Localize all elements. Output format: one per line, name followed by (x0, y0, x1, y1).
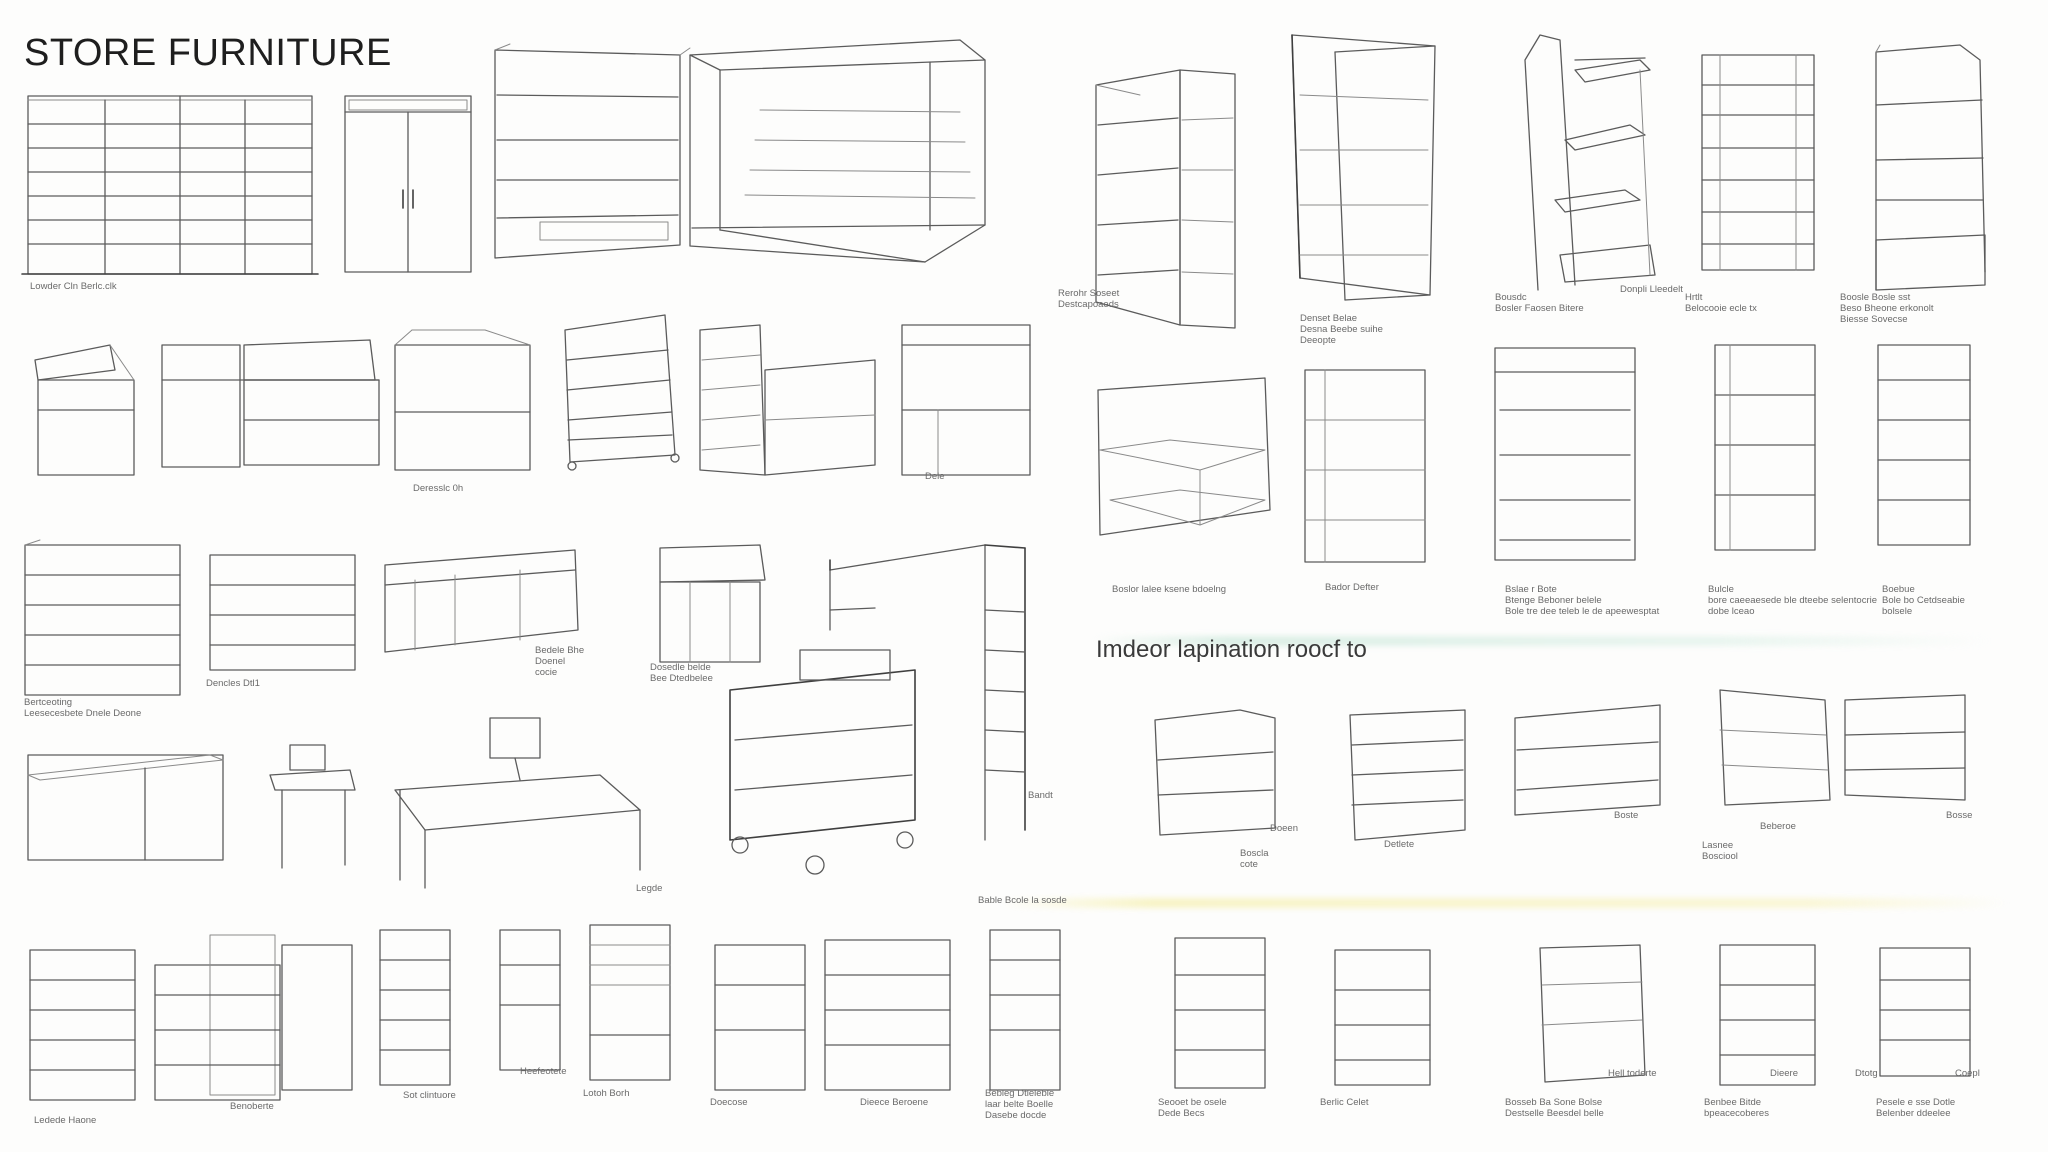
caption-c9: Dele (925, 471, 945, 482)
open-display-shelf (494, 43, 691, 259)
caption-c32: Lotoh Borh (583, 1088, 630, 1099)
caption-c8: Deresslc 0h (413, 483, 464, 494)
caption-c21: Doeen (1270, 823, 1298, 834)
glass-bin-display (1304, 369, 1426, 563)
shelving-bottom-2 (154, 934, 353, 1101)
shelving-bottom-5 (714, 929, 1061, 1091)
rolling-display-arch (729, 544, 1026, 875)
page-title: STORE FURNITURE (24, 32, 392, 74)
slanted-shelf-counter (699, 324, 876, 476)
caption-c17: Bertceoting Leesecesbete Dnele Deone (24, 697, 142, 719)
wall-shelving-unit (21, 95, 319, 275)
caption-c38: Hell toderte (1608, 1068, 1657, 1079)
glass-counter-display (689, 39, 986, 263)
rolling-shelf (564, 314, 680, 471)
caption-c6: Hrtlt Belocooie ecle tx (1685, 292, 1757, 314)
shelving-bottom-4 (499, 924, 671, 1081)
caption-c34: Dieece Beroene (860, 1097, 929, 1108)
caption-c28: Bable Bcole la sosde (978, 895, 1067, 906)
open-counter-top (659, 544, 766, 663)
display-cabinet-doors (344, 95, 472, 273)
caption-c10: Boslor lalee ksene bdoelng (1112, 584, 1227, 595)
gondola-shelf (1095, 69, 1236, 329)
caption-c37: Bosseb Ba Sone Bolse Destselle Beesdel b… (1505, 1097, 1604, 1119)
caption-c45: Coepl (1955, 1068, 1980, 1079)
caption-c29: Ledede Haone (34, 1115, 97, 1126)
caption-c12: Bslae r Bote Btenge Beboner belele Bole … (1505, 584, 1660, 617)
caption-c23: Detlete (1384, 839, 1415, 850)
caption-c2: Rerohr Soseet Destcapoaeds (1058, 288, 1120, 310)
caption-c7: Boosle Bosle sst Beso Bheone erkonolt Bi… (1840, 292, 1934, 325)
arched-shelf-tower (1875, 44, 1986, 291)
box-counter (394, 329, 531, 471)
caption-c44: Dtotg (1855, 1068, 1878, 1079)
caption-c30: Sot clintuore (403, 1090, 456, 1101)
caption-c25: Beberoe (1760, 821, 1796, 832)
caption-c42: Heefeotete (520, 1066, 567, 1077)
long-counter (161, 339, 380, 468)
caption-c13: Bulcle bore caeeaesede ble dteebe selent… (1708, 584, 1878, 617)
caption-c41: Berlic Celet (1320, 1097, 1369, 1108)
section-subtitle: Imdeor lapination roocf to (1096, 636, 1367, 663)
checkout-desk (394, 717, 641, 889)
caption-c39: Benbee Bitde bpeacecoberes (1704, 1097, 1769, 1119)
wire-basket-display (1097, 377, 1271, 536)
caption-c31: Benoberte (230, 1101, 274, 1112)
shelving-bottom-6 (1174, 937, 1971, 1089)
caption-c43: Dieere (1770, 1068, 1798, 1079)
caption-c35: Bebleg Dtleleble laar belte Boelle Daseb… (985, 1088, 1055, 1121)
green-wash-stroke (1092, 636, 1992, 646)
caption-c36: Seooet be osele Dede Becs (1158, 1097, 1227, 1119)
caption-c3: Denset Belae Desna Beebe suihe Deeopte (1300, 313, 1383, 346)
caption-c40: Pesele e sse Dotle Belenber ddeelee (1876, 1097, 1956, 1119)
showcase-counter (901, 324, 1031, 476)
caption-c4: Bousdc Bosler Faosen Bitere (1495, 292, 1584, 314)
narrow-glass-tower (1877, 344, 1971, 546)
shelf-tower (1701, 54, 1815, 271)
caption-c26: Lasnee Bosciool (1702, 840, 1738, 862)
shelving-bottom-3 (379, 929, 451, 1086)
small-counter (34, 344, 135, 476)
caption-c33: Doecose (710, 1097, 748, 1108)
tall-glass-cabinet (1291, 34, 1436, 301)
caption-c20: Legde (636, 883, 663, 894)
caption-c11: Bador Defter (1325, 582, 1379, 593)
caption-c16: Dencles Dtl1 (206, 678, 260, 689)
pos-stand (269, 744, 356, 869)
caption-c22: Boscla cote (1240, 848, 1269, 870)
caption-c27: Bosse (1946, 810, 1973, 821)
caption-c24: Boste (1614, 810, 1639, 821)
small-wire-shelf (1154, 709, 1276, 836)
simple-counter (27, 754, 224, 861)
yellow-wash-stroke (1000, 898, 2010, 908)
glass-tower (1714, 344, 1816, 551)
shelving-bottom-1 (29, 949, 136, 1101)
five-shelf-cabinet (1494, 347, 1636, 561)
wire-shelf-unit (1349, 709, 1466, 841)
glass-counter-long (384, 549, 579, 653)
tray-shelf (1514, 704, 1661, 816)
tiered-rack (1524, 34, 1656, 291)
caption-c15: Bedele Bhe Doenel cocie (535, 645, 585, 678)
low-shelving (209, 554, 356, 671)
wide-rack (1844, 694, 1966, 801)
caption-c18: Dosedle belde Bee Dtedbelee (650, 662, 713, 684)
caption-c19: Bandt (1028, 790, 1053, 801)
sloped-rack (1719, 689, 1831, 806)
caption-c1: Lowder Cln Berlc.clk (30, 281, 117, 292)
caption-c5: Donpli Lleedelt (1620, 284, 1683, 295)
stepped-shelf (24, 539, 181, 696)
caption-c14: Boebue Bole bo Cetdseabie bolsele (1882, 584, 1965, 617)
